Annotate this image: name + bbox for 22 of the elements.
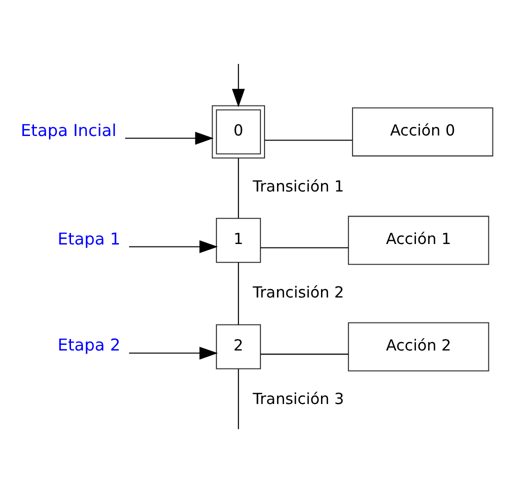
arrow (129, 240, 218, 254)
node-box: Acción 2 (348, 322, 490, 372)
connector (260, 247, 348, 248)
edge-label: Transición 1 (252, 177, 344, 196)
node-box: Acción 0 (352, 107, 494, 156)
arrow (232, 64, 245, 108)
node-text: Etapa 1 (58, 229, 120, 248)
connector (238, 262, 239, 325)
connector (264, 140, 352, 141)
node-box: Acción 1 (348, 216, 490, 265)
connector (238, 368, 239, 430)
node-text: Etapa 2 (58, 336, 120, 355)
connector (238, 158, 239, 218)
arrow (129, 346, 218, 360)
node-box: 1 (216, 218, 261, 263)
node-box: 2 (216, 324, 261, 370)
arrow (125, 132, 214, 145)
edge-label: Trancisión 2 (252, 284, 344, 302)
connector (260, 354, 348, 355)
node-text: Etapa Incial (20, 120, 116, 140)
node-box: 0 (212, 105, 266, 158)
edge-label: Transición 3 (252, 390, 344, 408)
